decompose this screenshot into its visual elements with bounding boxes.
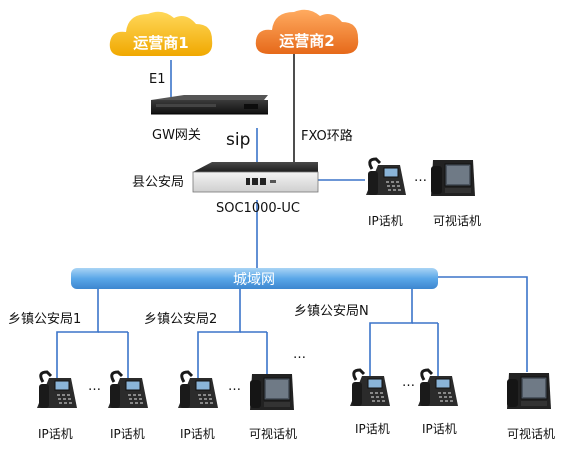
county-ip-phone-label: IP话机 (368, 214, 403, 228)
e1-label: E1 (149, 72, 166, 87)
townN-ip-phone-b-label: IP话机 (422, 422, 457, 436)
carrier1-cloud: 运营商1 (109, 11, 213, 56)
connection-lines (56, 52, 528, 378)
townN-ellipsis: … (402, 375, 415, 390)
more-towns-ellipsis: … (293, 347, 306, 362)
town1-link (56, 289, 99, 378)
county-video-phone-label: 可视话机 (433, 213, 481, 228)
carrier2-cloud: 运营商2 (255, 9, 359, 54)
town2-label: 乡镇公安局2 (144, 312, 217, 327)
county-ellipsis: … (414, 170, 427, 185)
metro-network-label: 城域网 (233, 272, 275, 288)
fxo-label: FXO环路 (301, 128, 353, 144)
town1-ip-phone-b-label: IP话机 (110, 427, 145, 441)
county-ip-phone (364, 157, 408, 197)
direct-video-link (437, 276, 528, 372)
town2-link (197, 289, 241, 378)
metro-network-bus: 城域网 (71, 268, 438, 289)
gateway-device (151, 95, 268, 115)
town2-ellipsis: … (228, 379, 241, 394)
direct-video-phone (506, 372, 552, 410)
direct-video-phone-label: 可视话机 (507, 426, 555, 441)
town1-ellipsis: … (88, 379, 101, 394)
soc-label: SOC1000-UC (216, 201, 300, 216)
town2-ip-phone-label: IP话机 (180, 427, 215, 441)
town2-video-phone-label: 可视话机 (249, 426, 297, 441)
carrier2-label: 运营商2 (279, 32, 334, 50)
townN-ip-phone-a-label: IP话机 (355, 422, 390, 436)
soc-device (192, 162, 319, 193)
gateway-label: GW网关 (152, 128, 201, 143)
county-video-phone (430, 159, 476, 197)
town2-video-phone (249, 373, 295, 411)
carrier1-label: 运营商1 (133, 34, 188, 52)
sip-label: sip (226, 130, 250, 150)
town1-ip-phone-a-label: IP话机 (38, 427, 73, 441)
county-label: 县公安局 (132, 175, 184, 190)
townN-label: 乡镇公安局N (294, 304, 369, 319)
townN-link (369, 289, 413, 378)
town1-label: 乡镇公安局1 (8, 312, 81, 327)
